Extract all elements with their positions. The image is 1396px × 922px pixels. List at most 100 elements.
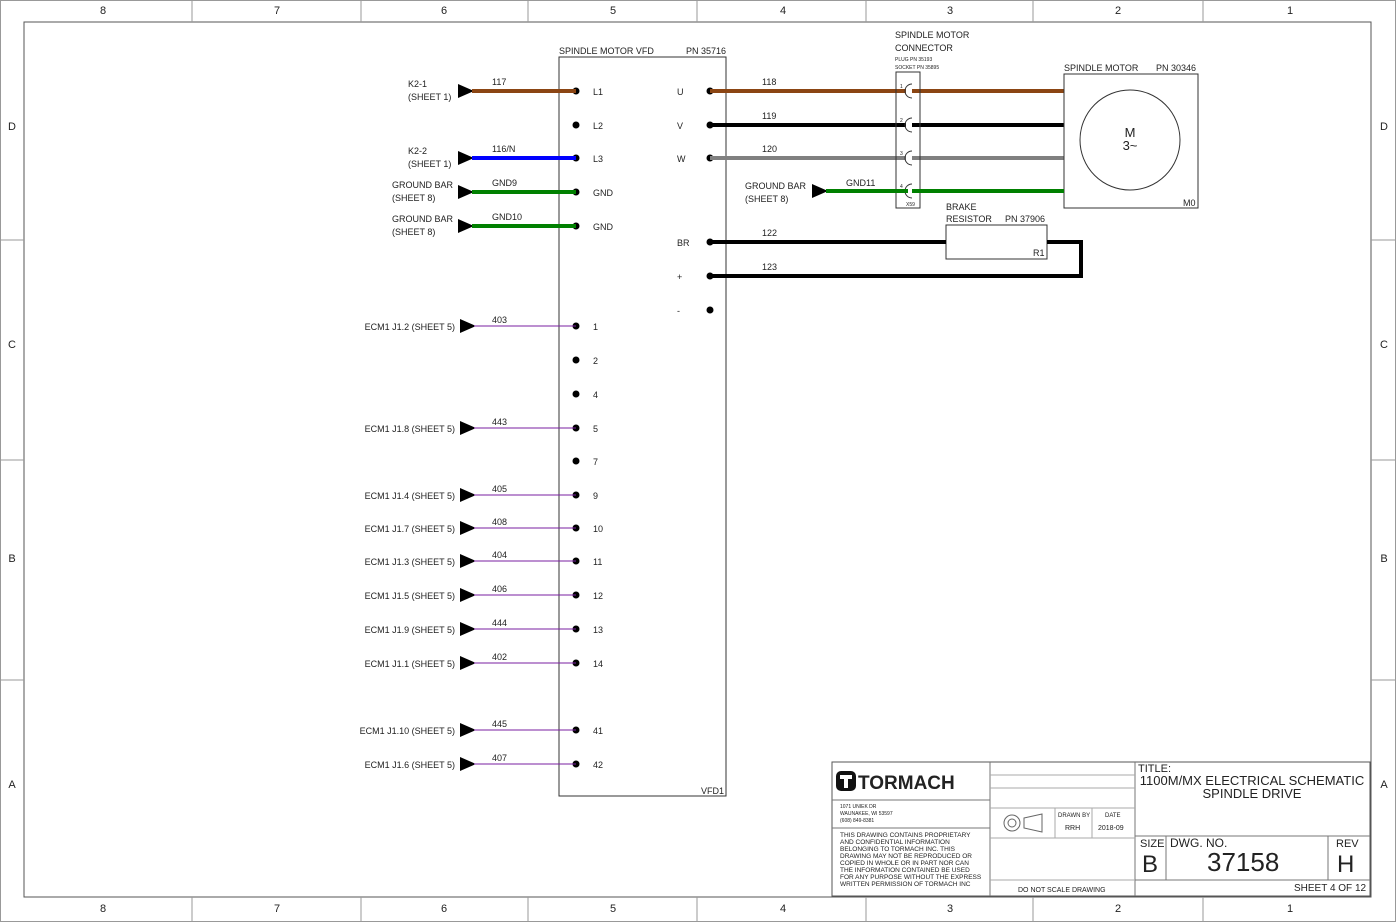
ecm-source-label: ECM1 J1.10 (SHEET 5) bbox=[360, 726, 455, 736]
vfd-pin-label: 12 bbox=[593, 591, 603, 601]
company-address2: WAUNAKEE, WI 53597 bbox=[840, 811, 893, 817]
vfd-pin-label: V bbox=[677, 121, 683, 131]
output-wire-label: 118 bbox=[762, 77, 776, 87]
vfd-pin-dot bbox=[572, 121, 580, 129]
ecm-arrow bbox=[460, 319, 476, 333]
connector-title-line2: CONNECTOR bbox=[895, 43, 953, 53]
zone-col-bottom: 5 bbox=[610, 903, 616, 915]
motor-symbol-phase: 3~ bbox=[1123, 138, 1138, 153]
gnd11-label-line2: (SHEET 8) bbox=[745, 194, 788, 204]
ecm-wire-label: 403 bbox=[492, 315, 507, 325]
ecm-arrow bbox=[460, 488, 476, 502]
zone-row-right: D bbox=[1380, 121, 1388, 133]
input-wire-label: GND10 bbox=[492, 212, 522, 222]
notice-line: THIS DRAWING CONTAINS PROPRIETARY bbox=[840, 832, 971, 839]
vfd-pin-label: GND bbox=[593, 188, 614, 198]
vfd-reference: VFD1 bbox=[701, 786, 724, 796]
ecm-wire-label: 405 bbox=[492, 484, 507, 494]
zone-row-left: A bbox=[8, 779, 16, 791]
connector-box bbox=[895, 71, 921, 209]
ecm-wire-label: 408 bbox=[492, 517, 507, 527]
input-label-line1: GROUND BAR bbox=[392, 180, 454, 190]
vfd-pin-label: 10 bbox=[593, 524, 603, 534]
ecm-arrow bbox=[460, 723, 476, 737]
notice-line: FOR ANY PURPOSE WITHOUT THE EXPRESS bbox=[840, 874, 982, 881]
connector-pin-number: 2 bbox=[900, 118, 903, 124]
vfd-pin-label: - bbox=[677, 306, 680, 316]
vfd-pin-label: + bbox=[677, 272, 682, 282]
ground-bar-gnd11: GROUND BAR (SHEET 8) GND11 bbox=[745, 178, 1064, 204]
vfd-pin-label: 11 bbox=[593, 557, 602, 567]
output-wire-label: 119 bbox=[762, 111, 776, 121]
gnd11-wire-label: GND11 bbox=[846, 178, 875, 188]
input-label-line2: (SHEET 1) bbox=[408, 92, 451, 102]
connector-socket bbox=[904, 83, 913, 99]
zone-col-top: 6 bbox=[441, 5, 447, 17]
wire-122-label: 122 bbox=[762, 228, 777, 238]
vfd-pin-label: 2 bbox=[593, 356, 598, 366]
connector-socket-pn: SOCKET PN 35895 bbox=[895, 65, 939, 71]
spindle-motor-connector: SPINDLE MOTOR CONNECTOR PLUG PN 35193 SO… bbox=[895, 30, 970, 209]
ecm-wire-label: 443 bbox=[492, 417, 507, 427]
title-label: TITLE: bbox=[1138, 763, 1171, 775]
connector-plug-pn: PLUG PN 35193 bbox=[895, 57, 932, 63]
vfd-pin-label: 1 bbox=[593, 322, 598, 332]
notice-line: WRITTEN PERMISSION OF TORMACH INC bbox=[840, 881, 971, 888]
input-label-line2: (SHEET 8) bbox=[392, 227, 435, 237]
zone-col-bottom: 6 bbox=[441, 903, 447, 915]
ecm-source-label: ECM1 J1.5 (SHEET 5) bbox=[365, 591, 455, 601]
ecm-source-label: ECM1 J1.9 (SHEET 5) bbox=[365, 625, 455, 635]
ecm-wire-label: 404 bbox=[492, 550, 507, 560]
company-name: TORMACH bbox=[858, 773, 955, 794]
ecm-source-label: ECM1 J1.7 (SHEET 5) bbox=[365, 524, 455, 534]
brake-resistor-box bbox=[945, 224, 1048, 260]
vfd-pin-label: L3 bbox=[593, 154, 603, 164]
vfd-pin-label: GND bbox=[593, 222, 614, 232]
tormach-logo: TORMACH bbox=[836, 771, 955, 794]
company-phone: (608) 849-8381 bbox=[840, 818, 874, 824]
zone-row-left: C bbox=[8, 339, 16, 351]
vfd-pin-dot bbox=[706, 306, 714, 314]
input-label-line2: (SHEET 8) bbox=[392, 193, 435, 203]
vfd-pin-label: 7 bbox=[593, 457, 598, 467]
connector-socket bbox=[904, 150, 913, 166]
sheet-number: SHEET 4 OF 12 bbox=[1294, 883, 1367, 894]
zone-col-bottom: 4 bbox=[780, 903, 786, 915]
vfd-part-number: PN 35716 bbox=[686, 46, 726, 56]
vfd-pin-dot bbox=[572, 390, 580, 398]
brake-resistor: BRAKE RESISTOR PN 37906 R1 122 123 bbox=[710, 202, 1083, 278]
brake-reference: R1 bbox=[1033, 248, 1045, 258]
brake-title-line2: RESISTOR bbox=[946, 214, 992, 224]
vfd-box bbox=[558, 56, 727, 797]
output-wire-label: 120 bbox=[762, 144, 777, 154]
vfd-pin-label: U bbox=[677, 87, 684, 97]
ecm-wire-label: 444 bbox=[492, 618, 507, 628]
vfd-title: SPINDLE MOTOR VFD bbox=[559, 46, 654, 56]
date-label: DATE bbox=[1105, 813, 1121, 819]
ecm-source-label: ECM1 J1.6 (SHEET 5) bbox=[365, 760, 455, 770]
motor-symbol-m: M bbox=[1125, 125, 1136, 140]
input-label-line1: K2-2 bbox=[408, 146, 427, 156]
ecm-source-label: ECM1 J1.8 (SHEET 5) bbox=[365, 424, 455, 434]
zone-col-top: 3 bbox=[947, 5, 953, 17]
input-wire-label: 117 bbox=[492, 77, 506, 87]
notice-line: BELONGING TO TORMACH INC. THIS bbox=[840, 846, 956, 853]
motor-symbol-circle bbox=[1079, 89, 1181, 191]
motor-part-number: PN 30346 bbox=[1156, 63, 1196, 73]
motor-output-wires: 118 119 120 bbox=[710, 77, 1064, 160]
input-arrow bbox=[458, 185, 474, 199]
connector-reference: X59 bbox=[906, 202, 915, 208]
vfd-block: SPINDLE MOTOR VFD PN 35716 VFD1 bbox=[558, 46, 727, 797]
drawn-by-label: DRAWN BY bbox=[1058, 813, 1090, 819]
zone-col-bottom: 3 bbox=[947, 903, 953, 915]
input-arrow bbox=[458, 84, 474, 98]
ecm-wire-label: 402 bbox=[492, 652, 507, 662]
zone-col-top: 7 bbox=[274, 5, 280, 17]
connector-pin-number: 1 bbox=[900, 84, 903, 90]
input-arrow bbox=[458, 219, 474, 233]
date-value: 2018-09 bbox=[1098, 825, 1124, 832]
title-block-frame bbox=[831, 761, 1371, 897]
